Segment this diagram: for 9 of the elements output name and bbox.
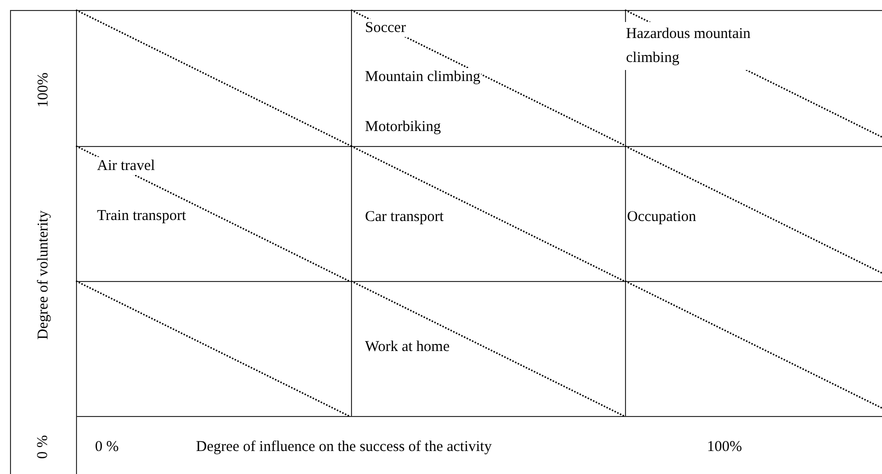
cell-text: Soccer — [364, 19, 407, 37]
cell-text: Train transport — [96, 207, 188, 225]
cell-text: Car transport — [364, 208, 445, 226]
axis-title: Degree of influence on the success of the activity — [195, 438, 493, 456]
axis-title: Degree of volunterity — [34, 209, 52, 341]
cell-text: Occupation — [626, 208, 698, 226]
cell-text: Air travel — [96, 157, 156, 175]
cell-text: Motorbiking — [364, 118, 442, 136]
cell-text: Mountain climbing — [364, 68, 482, 86]
